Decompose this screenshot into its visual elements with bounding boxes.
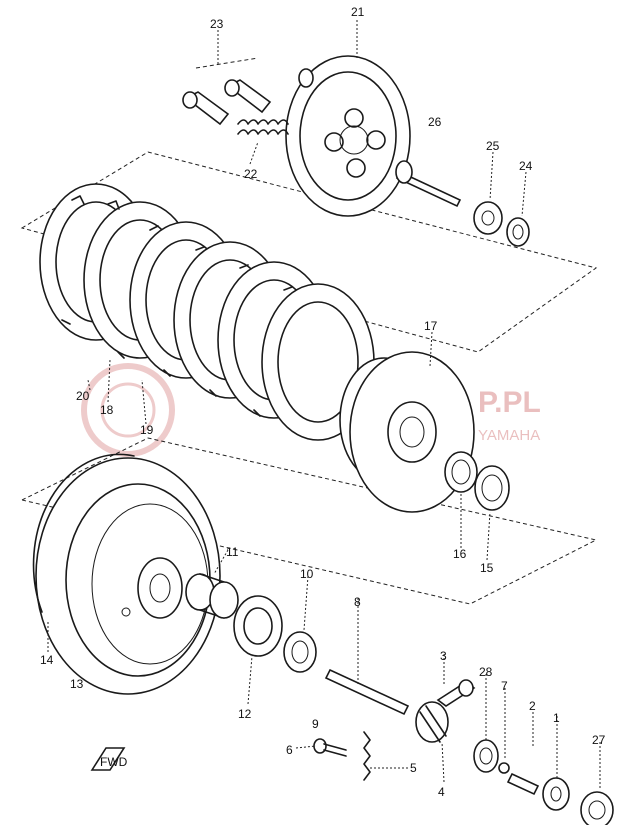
label-21: 21 [351,5,365,19]
push-rod-8 [324,668,410,716]
lock-washer-24 [506,217,530,247]
label-9: 9 [312,717,319,731]
thrust-washer-16 [444,451,478,493]
label-3: 3 [440,649,447,663]
ball-7 [498,762,510,774]
label-25: 25 [486,139,500,153]
label-10: 10 [300,567,314,581]
label-11: 11 [226,545,239,559]
pressure-plate-21 [285,55,411,217]
label-23: 23 [210,17,224,31]
label-14: 14 [40,653,54,667]
label-12: 12 [238,707,252,721]
watermark: P.PL YAMAHA [81,363,541,457]
push-rod-26 [395,160,462,208]
locknut-1 [542,777,570,811]
clutch-boss-17 [339,351,475,513]
label-22: 22 [244,167,258,181]
front-marker-text: FWD [100,755,128,769]
watermark-brand: P.PL [478,386,541,419]
boundary-housing [20,437,598,605]
push-lever-3 [436,679,476,707]
part-numbers: 21 23 26 25 24 22 17 20 18 19 16 15 11 1… [40,5,606,799]
screw-6 [313,738,347,757]
label-7: 7 [501,679,508,693]
washer-15 [474,465,510,511]
label-18: 18 [100,403,114,417]
watermark-logo [81,363,175,457]
spring-22 [237,119,289,135]
spacer-11 [185,573,239,619]
label-4: 4 [438,785,445,799]
label-17: 17 [424,319,438,333]
label-19: 19 [140,423,154,437]
watermark-tagline: YAMAHA [478,427,540,444]
label-24: 24 [519,159,533,173]
label-28: 28 [479,665,493,679]
leader-lines [47,20,601,790]
gear-12 [233,595,283,657]
label-8: 8 [354,595,361,609]
label-15: 15 [480,561,494,575]
adjust-screw-2 [506,772,540,796]
label-1: 1 [553,711,560,725]
nut-25 [473,201,503,235]
label-2: 2 [529,699,536,713]
label-5: 5 [410,761,417,775]
washer-10 [283,631,317,673]
circlip-14 [32,453,135,613]
label-27: 27 [592,733,606,747]
boundary-pressure-plate [195,57,259,69]
lever-shaft-4 [415,701,449,743]
label-26: 26 [428,115,442,129]
label-6: 6 [286,743,293,757]
label-16: 16 [453,547,467,561]
label-13: 13 [70,677,84,691]
cover-27 [580,791,614,825]
bolts-23 [182,79,272,126]
oil-seal-28 [473,739,499,773]
label-20: 20 [76,389,90,403]
front-marker: FWD [90,747,128,771]
spring-9 [363,731,371,781]
clutch-plate-stack [39,183,375,441]
